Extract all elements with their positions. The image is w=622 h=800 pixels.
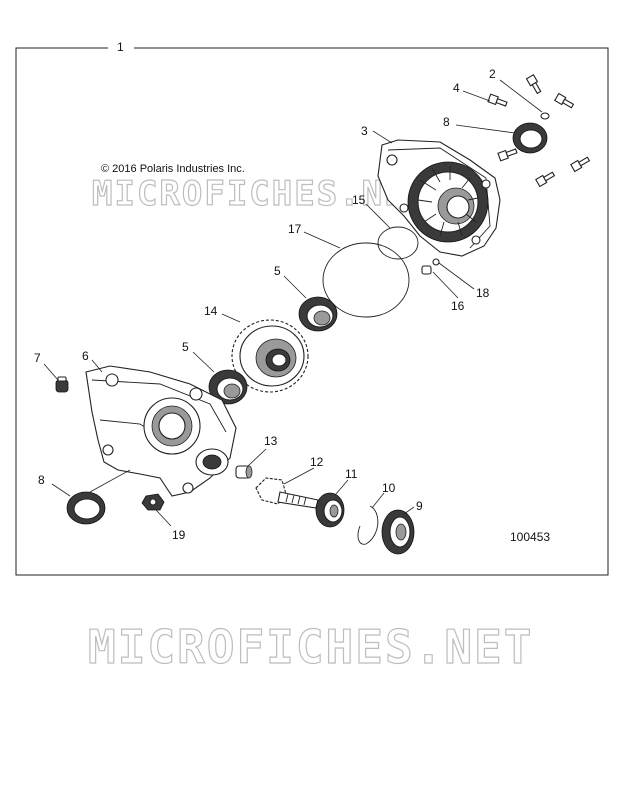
diagram-frame [15,47,609,576]
small-o-ring-part [377,226,419,260]
ring-gear-part [231,319,309,393]
callout-19: 19 [172,528,186,542]
copyright-text: © 2016 Polaris Industries Inc. [101,163,245,175]
callout-2: 2 [489,67,496,81]
callout-18: 18 [476,286,490,300]
main-housing-part [85,365,237,497]
figure-id: 100453 [510,530,550,544]
callout-13: 13 [264,434,278,448]
callout-17: 17 [288,222,302,236]
large-o-ring-part [322,242,410,318]
pinion-seal-part [381,509,415,555]
lower-seal-part [66,491,106,525]
bolt-parts [487,74,591,188]
callout-6: 6 [82,349,89,363]
callout-8-lower: 8 [38,473,45,487]
callout-4: 4 [453,81,460,95]
snap-ring-part [357,505,379,545]
callout-11: 11 [345,467,358,481]
lower-bearing-part [208,369,248,405]
callout-8-upper: 8 [443,115,450,129]
plug-and-pin-parts [421,258,440,275]
plug-part [55,376,69,393]
spacer-part [235,465,253,479]
callout-15: 15 [352,193,366,207]
cover-housing-part [377,139,501,257]
watermark-top: MICROFICHES.NET [92,174,429,214]
assembly-number: 1 [117,40,124,54]
callout-7: 7 [34,351,41,365]
callout-3: 3 [361,124,368,138]
callout-5-lower: 5 [182,340,189,354]
pinion-bearing-part [315,492,345,528]
leader-lines [43,79,543,527]
callout-16: 16 [451,299,465,313]
upper-seal-part [512,122,548,154]
nut-part [141,493,165,511]
pinion-shaft-part [255,477,319,509]
callout-9: 9 [416,499,423,513]
watermark-bottom: MICROFICHES.NET [88,620,533,674]
callout-5-upper: 5 [274,264,281,278]
callout-14: 14 [204,304,218,318]
callout-10: 10 [382,481,396,495]
upper-bearing-part [298,296,338,332]
callout-labels: 2 4 3 8 15 17 5 14 5 6 7 8 19 13 12 11 1… [34,67,496,542]
callout-12: 12 [310,455,324,469]
